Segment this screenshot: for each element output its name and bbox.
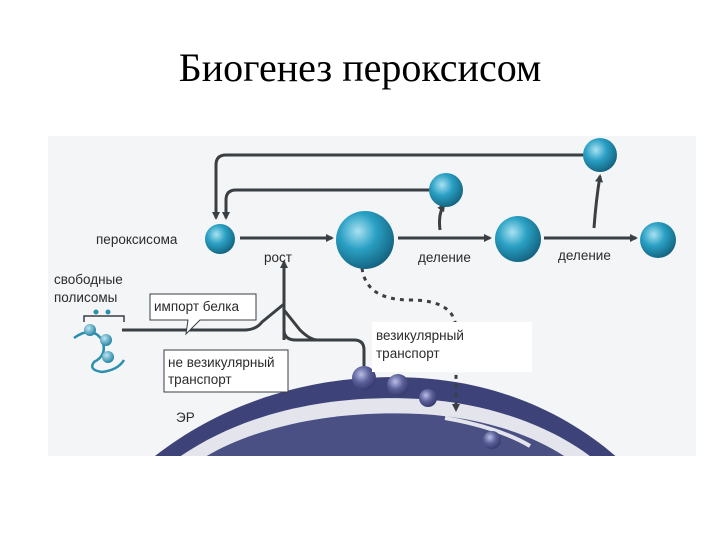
label-division-2: деление — [558, 248, 611, 263]
polysome-bracket — [83, 315, 125, 322]
label-free-polysomes-1: свободные — [54, 272, 123, 287]
er-vesicle — [387, 374, 409, 396]
peroxisome-grown — [336, 211, 394, 269]
peroxisome-final — [640, 222, 676, 258]
er-vesicle — [419, 389, 437, 407]
non-vesicular-callout — [163, 349, 289, 393]
label-protein-import: импорт белка — [154, 299, 240, 314]
peroxisome-daughter-2 — [583, 138, 617, 172]
junction-line — [282, 309, 319, 342]
label-non-vesicular-1: не везикулярный — [168, 355, 275, 370]
er-to-peroxisome-line — [282, 329, 366, 366]
label-division-1: деление — [418, 250, 471, 265]
label-growth: рост — [264, 250, 292, 265]
label-non-vesicular-2: транспорт — [168, 372, 232, 387]
label-free-polysomes-2: полисомы — [54, 290, 117, 305]
er-vesicle — [483, 431, 501, 449]
division-up-arrow-1 — [437, 203, 446, 231]
recycle-arrow-inner — [222, 188, 430, 220]
division-up-arrow-2 — [592, 174, 603, 229]
er-vesicle — [352, 366, 376, 390]
protein-import-callout — [149, 293, 257, 336]
peroxisome-divided — [495, 216, 541, 262]
slide-title: Биогенез пероксисом — [178, 45, 542, 90]
free-polysomes — [73, 309, 126, 374]
vesicular-transport-arrow — [360, 267, 460, 412]
label-vesicular-1: везикулярный — [376, 328, 464, 343]
polysome-import-line — [122, 302, 285, 332]
label-vesicular-2: транспорт — [376, 346, 440, 361]
peroxisome-small — [205, 224, 235, 254]
label-peroxisome: пероксисома — [96, 232, 178, 247]
vesicular-callout — [372, 322, 532, 372]
recycle-arrow-outer — [212, 153, 585, 220]
peroxisome-daughter-1 — [429, 173, 463, 207]
label-er: ЭР — [176, 410, 195, 425]
